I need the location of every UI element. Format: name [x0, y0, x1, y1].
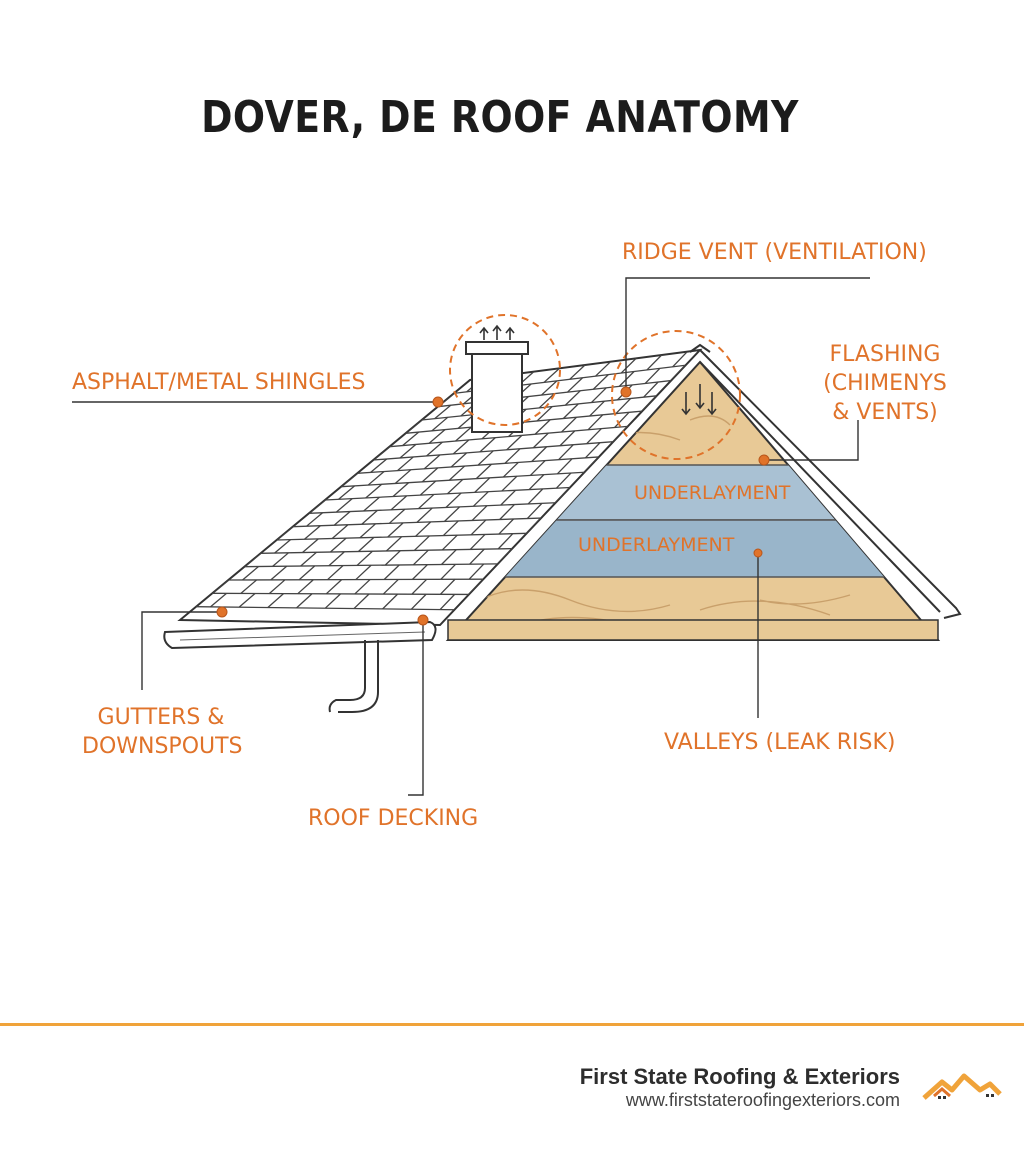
chimney [465, 324, 529, 433]
gutters-leader [141, 611, 222, 690]
ridge-vent-label: RIDGE VENT (VENTILATION) [622, 240, 927, 265]
down-arrows-icon [681, 384, 717, 416]
shingles-label: ASPHALT/METAL SHINGLES [72, 370, 366, 395]
decking-leader [408, 620, 424, 796]
flashing-label: FLASHING (CHIMENYS & VENTS) [823, 342, 947, 425]
company-name: First State Roofing & Exteriors [579, 1064, 900, 1089]
marker-dots [216, 386, 770, 626]
underlayment-lower-label: UNDERLAYMENT [578, 534, 735, 556]
footer-divider [0, 1023, 1024, 1026]
valleys-label: VALLEYS (LEAK RISK) [664, 730, 896, 755]
company-logo-icon [922, 1073, 1002, 1100]
flashing-leader [764, 420, 859, 461]
company-url[interactable]: www.firststateroofingexteriors.com [625, 1090, 900, 1110]
up-arrows-icon [479, 324, 515, 340]
ridge-vent-leader [625, 277, 870, 390]
decking-label: ROOF DECKING [308, 806, 479, 831]
leader-lines [72, 277, 870, 796]
gutters-label: GUTTERS & DOWNSPOUTS [82, 705, 243, 759]
chimney-highlight-circle [449, 314, 561, 426]
underlayment-upper-label: UNDERLAYMENT [634, 482, 791, 504]
ridge-highlight-circle [611, 330, 741, 460]
page-title: DOVER, DE ROOF ANATOMY [201, 92, 799, 143]
gutter [163, 620, 437, 713]
shingle-roof [177, 348, 703, 627]
